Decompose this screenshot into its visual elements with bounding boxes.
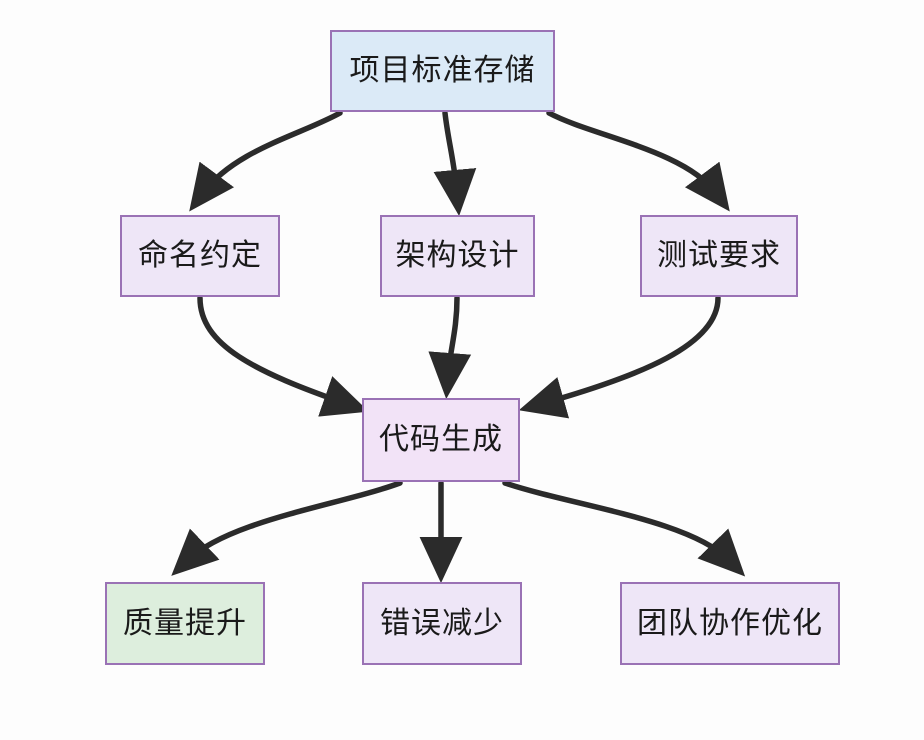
edge-code-generation-to-team-collaboration-optimization — [502, 480, 746, 577]
node-label: 项目标准存储 — [349, 53, 536, 88]
node-label: 架构设计 — [395, 238, 520, 273]
edge-code-generation-to-quality-improvement — [171, 480, 403, 576]
node-project-standard-storage[interactable]: 项目标准存储 — [330, 30, 555, 112]
edge-naming-convention-to-code-generation — [197, 295, 369, 417]
node-label: 测试要求 — [657, 238, 781, 273]
edge-architecture-design-to-code-generation — [428, 295, 472, 400]
edge-test-requirement-to-code-generation — [518, 295, 721, 419]
node-label: 代码生成 — [379, 422, 503, 457]
node-test-requirement[interactable]: 测试要求 — [640, 215, 798, 297]
edge-project-standard-storage-to-naming-convention — [189, 110, 343, 212]
node-code-generation[interactable]: 代码生成 — [362, 398, 520, 482]
node-naming-convention[interactable]: 命名约定 — [120, 215, 280, 297]
node-label: 错误减少 — [380, 605, 504, 641]
node-label: 命名约定 — [138, 238, 262, 273]
edge-project-standard-storage-to-test-requirement — [546, 110, 730, 212]
edge-project-standard-storage-to-architecture-design — [433, 110, 477, 217]
node-team-collaboration-optimization[interactable]: 团队协作优化 — [620, 582, 840, 665]
node-label: 质量提升 — [123, 605, 247, 641]
node-error-reduction[interactable]: 错误减少 — [362, 582, 522, 665]
node-label: 团队协作优化 — [637, 605, 823, 641]
node-architecture-design[interactable]: 架构设计 — [380, 215, 535, 297]
node-quality-improvement[interactable]: 质量提升 — [105, 582, 265, 665]
